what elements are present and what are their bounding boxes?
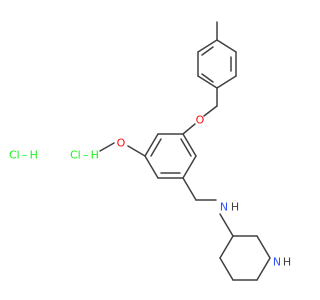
- piperidine-nitrogen-label: N: [273, 256, 281, 269]
- hydrochloride-1-label: Cl – H: [9, 149, 38, 162]
- chemical-structure: O O N H N H Cl – H Cl – H: [9, 21, 291, 281]
- benzylamine-linker: [182, 177, 258, 237]
- amine-hydrogen-label: H: [231, 201, 239, 214]
- amine-nitrogen-label: N: [220, 201, 228, 214]
- benzyloxy-linker: [182, 87, 218, 135]
- piperidine-ring: [219, 235, 271, 281]
- toluene-ring: [197, 21, 237, 89]
- central-ring: [144, 133, 197, 179]
- hydrochloride-2-label: Cl – H: [70, 149, 99, 162]
- methoxy-oxygen-label: O: [117, 137, 126, 150]
- methoxy-group: [99, 142, 146, 157]
- ether-oxygen-label: O: [196, 114, 205, 127]
- piperidine-hydrogen-label: H: [283, 256, 291, 269]
